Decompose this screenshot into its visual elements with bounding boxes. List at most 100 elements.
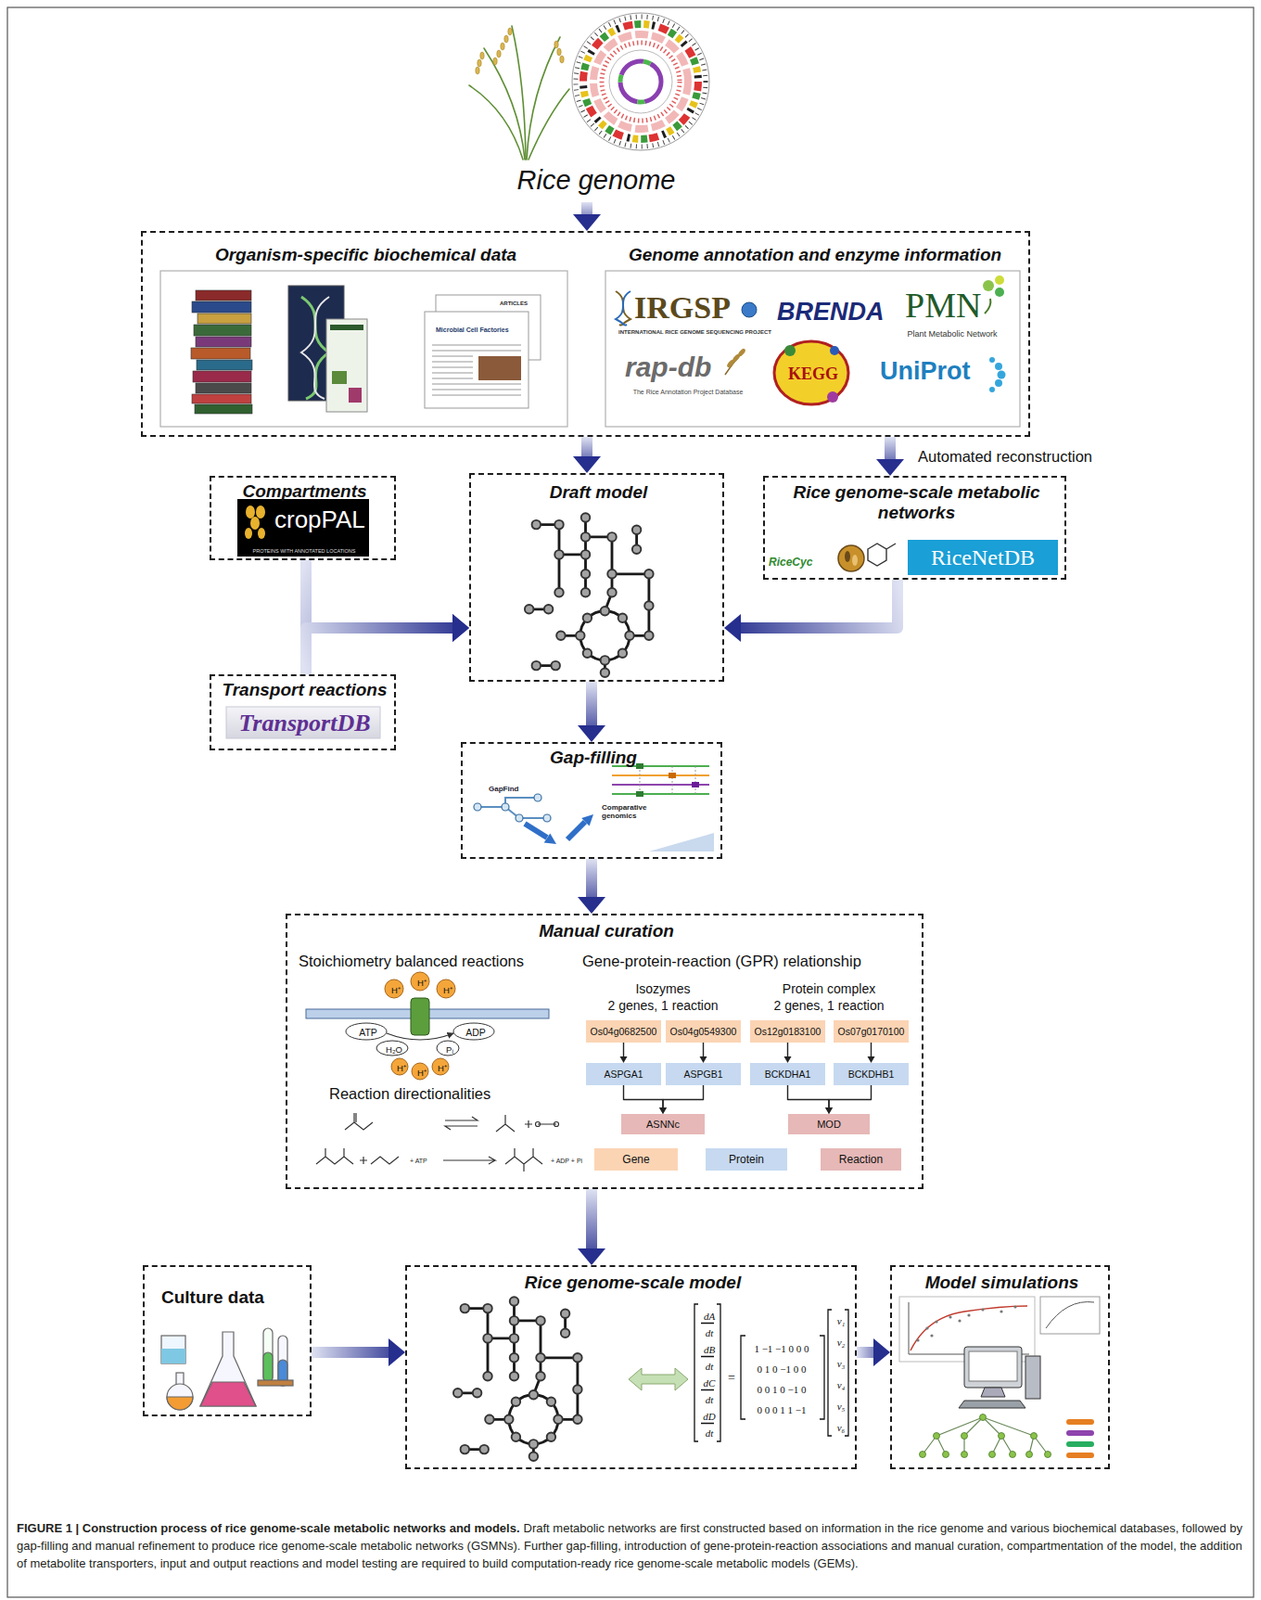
uniprot-dots xyxy=(989,386,995,393)
flow-arrow-shaft xyxy=(311,1346,389,1358)
simulation-chart xyxy=(925,1325,929,1329)
chemical-structures xyxy=(316,1112,560,1172)
journal-covers xyxy=(301,296,330,399)
box-text: v₁ xyxy=(832,1314,850,1327)
database-panel xyxy=(605,270,1020,427)
kegg-logo xyxy=(774,341,849,405)
pathway-tree xyxy=(942,1451,950,1458)
box-heading: BCKDHB1 xyxy=(833,1062,909,1085)
lab-glassware xyxy=(263,1351,273,1382)
rice-plant xyxy=(469,85,523,160)
figure-title: FIGURE 1 | Construction process of rice … xyxy=(16,1520,521,1535)
box-text: 2 genes, 1 reaction xyxy=(745,997,913,1013)
legend-swatch: Protein xyxy=(705,1147,788,1171)
simulation-chart xyxy=(980,1307,984,1311)
box-text: GapFind xyxy=(488,784,535,793)
flow-arrow xyxy=(856,1337,891,1366)
kegg-logo xyxy=(784,344,796,357)
pmn-leaf xyxy=(994,287,1005,297)
genome-circos xyxy=(583,24,699,140)
simulation-chart xyxy=(1013,1304,1017,1308)
matrix-brackets xyxy=(740,1335,825,1419)
lab-glassware xyxy=(200,1381,256,1406)
gpr-arrow xyxy=(784,1042,792,1063)
data-sources-box: Organism-specific biochemical dataGenome… xyxy=(140,230,1031,437)
gapfind-graph xyxy=(567,821,586,840)
paper-stack xyxy=(424,294,541,408)
uniprot-dots xyxy=(994,362,1003,370)
uniprot-dots xyxy=(989,356,1007,393)
equivalence-arrow xyxy=(628,1367,688,1390)
rice-grains xyxy=(477,59,482,67)
book-stack xyxy=(191,301,252,313)
simulation-chart xyxy=(934,1319,938,1323)
box-text: cropPAL xyxy=(274,505,377,535)
book-stack xyxy=(197,313,252,324)
rice-plant xyxy=(526,37,561,160)
pathway-tree xyxy=(919,1413,1096,1459)
rice-grains xyxy=(500,42,505,51)
figure-caption-block: FIGURE 1 | Construction process of rice … xyxy=(16,1518,1245,1572)
matrix-brackets xyxy=(827,1309,849,1436)
box-text: dA xyxy=(700,1310,719,1323)
box-text: = xyxy=(725,1370,739,1386)
computer-icon xyxy=(958,1346,1041,1408)
book-stack xyxy=(191,347,251,359)
transportdb-logo xyxy=(226,706,381,739)
arrow-head xyxy=(388,1337,406,1366)
uniprot-dots xyxy=(994,379,1003,387)
genome-alignment xyxy=(668,772,676,778)
genome-title-node: Rice genome xyxy=(508,163,685,203)
arrow-head xyxy=(452,613,470,642)
rice-grains xyxy=(496,50,501,58)
box-heading: Os12g0183100 xyxy=(750,1019,826,1043)
legend-text: Protein xyxy=(705,1147,788,1171)
box-text: UniProt xyxy=(879,356,1001,386)
ricecyc-logo xyxy=(867,543,896,566)
lab-glassware xyxy=(161,1348,186,1363)
arrow-head xyxy=(784,1056,792,1063)
figure-frame xyxy=(7,7,1254,1597)
flow-arrow xyxy=(724,579,898,642)
arrow-head xyxy=(825,1107,833,1114)
box-text: Protein complex xyxy=(745,980,913,996)
box-heading: Rice genome-scale model xyxy=(407,1272,859,1293)
gpr-arrow xyxy=(788,1084,834,1114)
arrow-head xyxy=(724,613,741,642)
pathway-tree xyxy=(1066,1452,1095,1458)
chemical-structures xyxy=(443,1156,496,1164)
croppal-logo xyxy=(250,516,260,530)
arrow-head xyxy=(577,896,606,914)
box-heading: Transport reactions xyxy=(211,679,398,701)
box-heading: Culture data xyxy=(161,1286,301,1308)
genome-alignment xyxy=(691,781,700,788)
kegg-logo xyxy=(827,391,839,403)
rice-grains xyxy=(504,35,509,43)
box-heading: Os04g0682500 xyxy=(585,1019,662,1043)
chemical-structures xyxy=(524,1120,557,1128)
journal-covers xyxy=(330,324,364,331)
atp-synthase-scheme xyxy=(305,971,549,1080)
lab-glassware xyxy=(278,1335,288,1386)
rice-grains xyxy=(560,55,564,64)
box-text: Gene-protein-reaction (GPR) relationship xyxy=(582,952,922,970)
pmn-leaf xyxy=(984,298,991,314)
genome-circos xyxy=(620,61,662,102)
box-text: v₃ xyxy=(832,1357,850,1370)
gapfind-graph xyxy=(543,814,551,822)
genome-circos xyxy=(601,42,680,121)
box-text: dD xyxy=(700,1410,719,1423)
box-text: Plant Metabolic Network xyxy=(891,329,1013,339)
pathway-tree xyxy=(919,1451,927,1458)
simulation-chart xyxy=(1040,1296,1100,1334)
pathway-tree xyxy=(961,1432,969,1440)
box-text: H₂O xyxy=(380,1044,408,1056)
flow-arrow-shaft xyxy=(585,858,598,897)
arrow-head xyxy=(577,725,606,742)
book-stack xyxy=(195,382,252,394)
flow-arrow-shaft xyxy=(581,436,593,457)
box-text: ADP xyxy=(459,1026,492,1039)
croppal-logo xyxy=(244,527,253,539)
uniprot-dots xyxy=(997,370,1007,380)
